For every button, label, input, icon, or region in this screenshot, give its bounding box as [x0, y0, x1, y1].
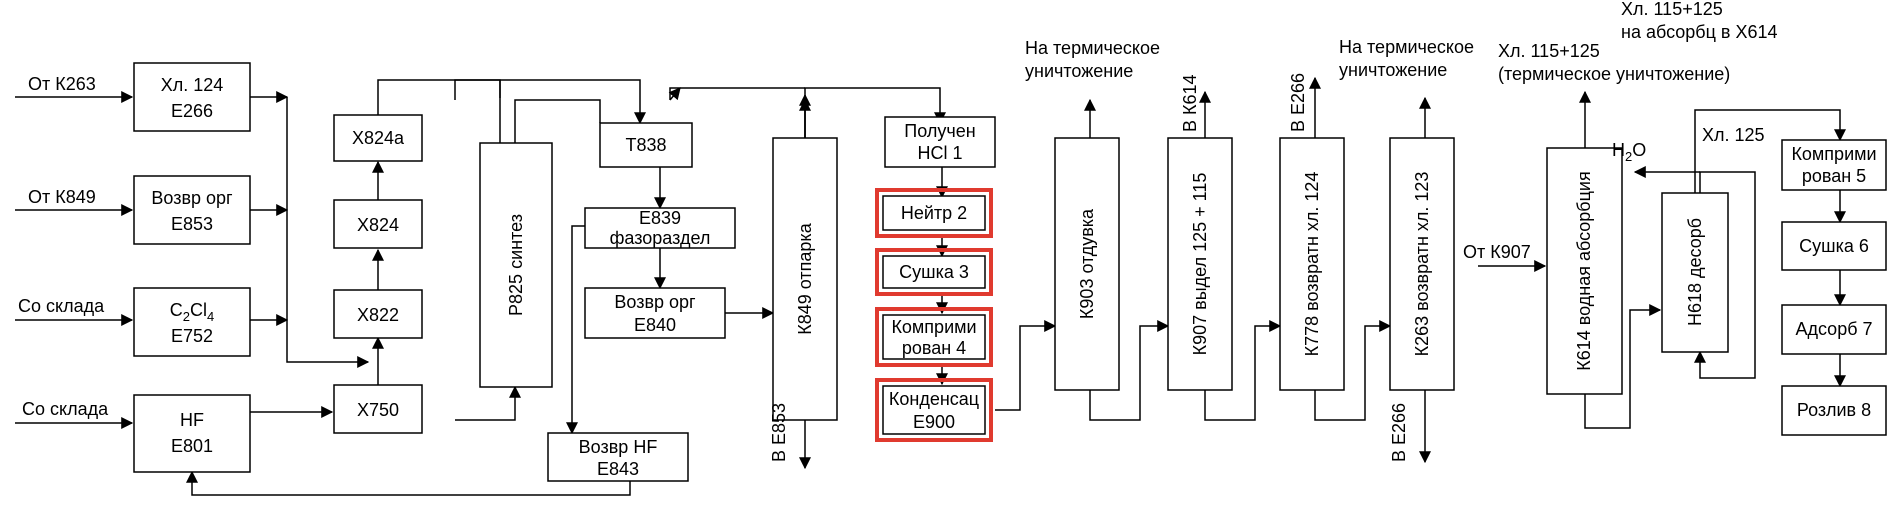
box-rozliv8[interactable]: [1781, 385, 1887, 436]
x822-label: Х822: [357, 305, 399, 325]
box-x822[interactable]: [333, 289, 423, 339]
input-warehouse1-label: Со склада: [18, 296, 105, 316]
box-kond[interactable]: [882, 385, 986, 435]
box-vozvr-hf[interactable]: [547, 432, 689, 482]
box-adsorb7[interactable]: [1781, 304, 1887, 355]
box-neitr[interactable]: [882, 195, 986, 231]
e840-line1: Возвр орг: [614, 292, 696, 312]
x824a-label: Х824а: [352, 128, 405, 148]
box-hf[interactable]: [133, 394, 251, 473]
box-k907[interactable]: [1167, 137, 1233, 391]
sushka3-label: Сушка 3: [899, 262, 969, 282]
rozliv8-label: Розлив 8: [1797, 400, 1871, 420]
e840-line2: Е840: [634, 315, 676, 335]
input-k849-label: От К849: [28, 187, 96, 207]
hf-line2: E801: [171, 436, 213, 456]
box-kompr5[interactable]: [1781, 139, 1887, 191]
box-kompr4[interactable]: [882, 314, 986, 360]
khl125-label: Хл. 125: [1702, 125, 1765, 145]
input-warehouse2-label: Со склада: [22, 399, 109, 419]
box-x824[interactable]: [333, 199, 423, 249]
sushka6-label: Сушка 6: [1799, 236, 1869, 256]
box-n618[interactable]: [1661, 192, 1729, 353]
hf-line1: HF: [180, 410, 204, 430]
box-e839[interactable]: [584, 207, 736, 249]
to-e266-bottom-label: В Е266: [1389, 403, 1409, 462]
vozvr-e853-line1: Возвр орг: [151, 188, 233, 208]
box-e840[interactable]: [584, 287, 726, 339]
khl124-line1: Хл. 124: [161, 75, 224, 95]
to-e266-top-label: В Е266: [1288, 73, 1308, 132]
khl-thermal-line1: Хл. 115+125: [1498, 41, 1600, 61]
k778-label: К778 возвратн хл. 124: [1302, 172, 1322, 357]
n618-label: Н618 десорб: [1685, 218, 1705, 326]
e839-line2: фазораздел: [610, 228, 711, 248]
box-k778[interactable]: [1279, 137, 1345, 391]
thermal2-line2: уничтожение: [1339, 60, 1447, 80]
box-k903[interactable]: [1054, 137, 1120, 391]
box-k849[interactable]: [772, 137, 838, 421]
kompr4-line2: рован 4: [902, 338, 966, 358]
k907-label: К907 выдел 125 + 115: [1190, 173, 1210, 356]
input-k907-label: От К907: [1463, 242, 1531, 262]
thermal2-line1: На термическое: [1339, 37, 1474, 57]
x824-label: Х824: [357, 215, 399, 235]
box-sushka3[interactable]: [882, 255, 986, 289]
neitr-label: Нейтр 2: [901, 203, 967, 223]
thermal1-line1: На термическое: [1025, 38, 1160, 58]
box-r825[interactable]: [479, 142, 553, 388]
to-e853-label: В Е853: [769, 403, 789, 462]
hcl-line2: HCl 1: [917, 143, 962, 163]
kompr5-line2: рован 5: [1802, 166, 1866, 186]
khl-absorb-line1: Хл. 115+125: [1621, 0, 1723, 19]
khl124-line2: Е266: [171, 101, 213, 121]
box-k263[interactable]: [1389, 137, 1455, 391]
kompr4-line1: Комприми: [891, 317, 976, 337]
k903-label: К903 отдувка: [1077, 208, 1097, 319]
box-k614[interactable]: [1546, 147, 1623, 395]
khl-absorb-line2: на абсорбц в Х614: [1621, 22, 1778, 42]
x750-label: Х750: [357, 400, 399, 420]
khl-thermal-line2: (термическое уничтожение): [1498, 64, 1730, 84]
box-c2cl4[interactable]: [133, 287, 251, 357]
r825-label: Р825 синтез: [506, 214, 526, 316]
hcl-line1: Получен: [904, 121, 975, 141]
e839-line1: Е839: [639, 208, 681, 228]
box-khl124[interactable]: [133, 62, 251, 132]
vozvr-e853-line2: Е853: [171, 214, 213, 234]
to-k614-label: В К614: [1180, 74, 1200, 132]
box-x750[interactable]: [333, 384, 423, 434]
kond-line2: Е900: [913, 412, 955, 432]
kompr5-line1: Комприми: [1791, 144, 1876, 164]
box-x824a[interactable]: [333, 114, 423, 162]
box-hcl[interactable]: [884, 116, 996, 168]
box-vozvr-e853[interactable]: [133, 175, 251, 245]
kond-line1: Конденсац: [889, 389, 979, 409]
k263-label: К263 возвратн хл. 123: [1412, 172, 1432, 357]
k849-label: К849 отпарка: [795, 222, 815, 334]
texts: От К263 От К849 Со склада Со склада От К…: [18, 0, 1877, 479]
vozvr-hf-line1: Возвр HF: [579, 437, 658, 457]
k614-label: К614 водная абсорбция: [1574, 171, 1594, 370]
c2cl4-line2: E752: [171, 326, 213, 346]
connectors: [15, 76, 1846, 496]
input-k263-label: От К263: [28, 74, 96, 94]
boxes: [133, 62, 1887, 482]
box-t838[interactable]: [599, 122, 693, 168]
adsorb7-label: Адсорб 7: [1795, 319, 1872, 339]
box-sushka6[interactable]: [1781, 221, 1887, 271]
thermal1-line2: уничтожение: [1025, 61, 1133, 81]
vozvr-hf-line2: Е843: [597, 459, 639, 479]
t838-label: Т838: [625, 135, 666, 155]
